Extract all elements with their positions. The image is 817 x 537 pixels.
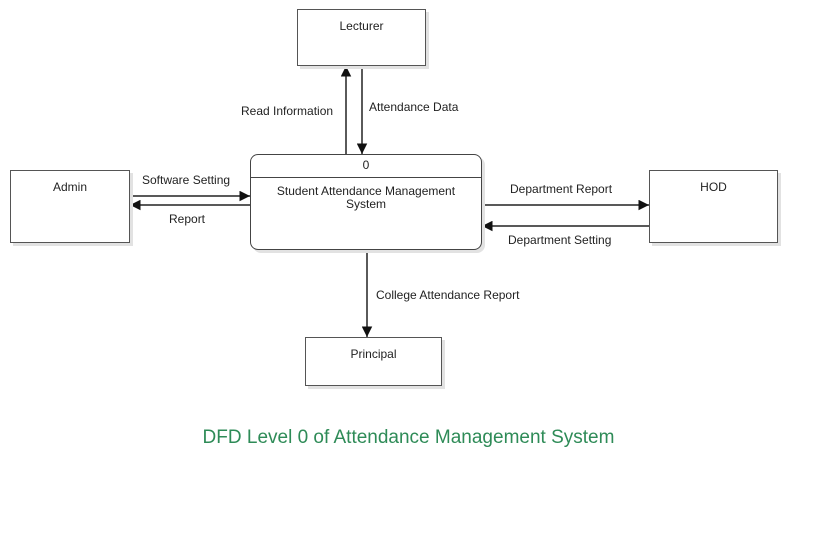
hod-label: HOD [700,180,727,194]
principal-label: Principal [350,347,397,361]
lecturer-entity: Lecturer [297,9,426,66]
principal-entity: Principal [305,337,442,386]
attendance-data-label: Attendance Data [369,100,459,114]
department-setting-label: Department Setting [508,233,612,247]
admin-entity: Admin [10,170,130,243]
college-attendance-report-label: College Attendance Report [376,288,520,302]
process-name: Student Attendance Management System [276,184,456,211]
admin-label: Admin [52,180,87,194]
attendance-system-process: 0 Student Attendance Management System [250,154,482,250]
diagram-caption: DFD Level 0 of Attendance Management Sys… [202,427,615,448]
software-setting-label: Software Setting [142,173,231,187]
hod-entity: HOD [649,170,778,243]
read-information-label: Read Information [241,104,334,118]
department-report-label: Department Report [510,182,613,196]
process-id: 0 [251,155,481,178]
lecturer-label: Lecturer [339,19,384,33]
report-label: Report [169,212,206,226]
